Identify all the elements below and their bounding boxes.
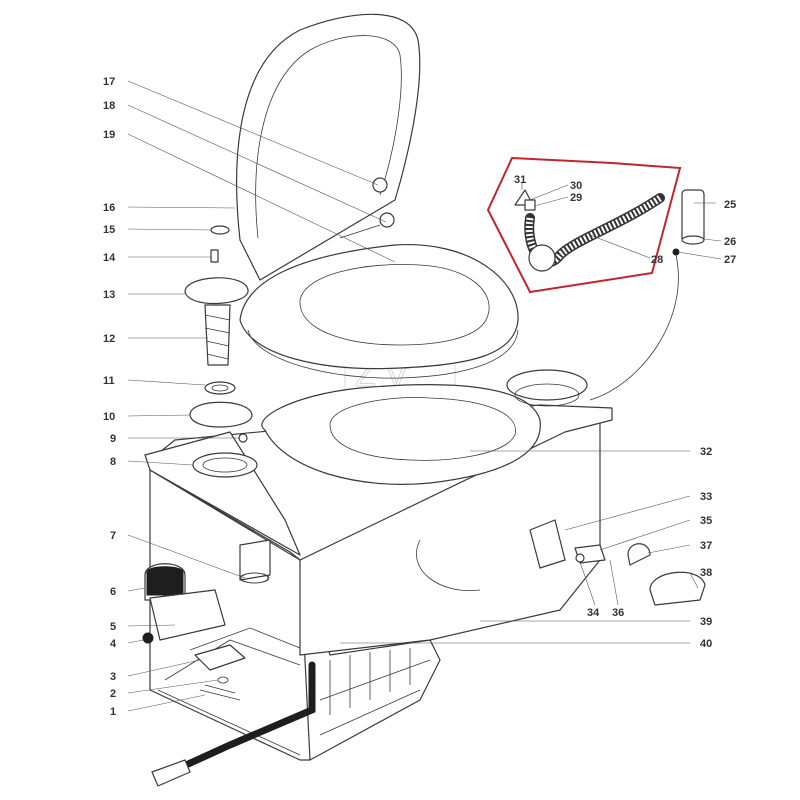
label-37: 37 [700, 540, 712, 552]
part-30-clamp [524, 199, 536, 211]
part-26-ring [681, 235, 705, 245]
part-37-cap [627, 543, 651, 566]
label-39: 39 [700, 616, 712, 628]
part-7-ring [240, 572, 270, 584]
label-28: 28 [651, 254, 663, 266]
toilet-body [144, 369, 613, 656]
label-18: 18 [103, 100, 115, 112]
label-36: 36 [612, 607, 624, 619]
part-13-knob [184, 277, 249, 304]
label-35: 35 [700, 515, 712, 527]
label-25: 25 [724, 199, 736, 211]
part-3-plate [194, 644, 246, 671]
seat-and-lid [236, 13, 519, 379]
label-27: 27 [724, 254, 736, 266]
label-4: 4 [110, 638, 117, 650]
leader-lines [127, 80, 722, 712]
label-8: 8 [110, 456, 116, 468]
label-14: 14 [103, 252, 116, 264]
label-31: 31 [514, 174, 526, 186]
label-30: 30 [570, 180, 582, 192]
part-labels: 17 18 19 16 15 14 13 12 11 10 9 8 7 6 5 … [103, 76, 736, 718]
label-6: 6 [110, 586, 116, 598]
label-34: 34 [587, 607, 600, 619]
highlighted-hose-assembly [486, 156, 705, 401]
part-11-washer [204, 381, 236, 395]
label-9: 9 [110, 433, 116, 445]
label-1: 1 [110, 706, 116, 718]
label-26: 26 [724, 236, 736, 248]
label-5: 5 [110, 621, 116, 633]
part-17-hinge [372, 177, 388, 193]
part-9-ball [238, 433, 248, 443]
label-12: 12 [103, 333, 115, 345]
label-2: 2 [110, 688, 116, 700]
label-40: 40 [700, 638, 712, 650]
highlight-outline [486, 156, 682, 294]
label-29: 29 [570, 192, 582, 204]
part-14-screw [210, 249, 219, 263]
label-17: 17 [103, 76, 115, 88]
label-33: 33 [700, 491, 712, 503]
part-18-hinge [379, 212, 395, 228]
part-10-flange [189, 401, 253, 428]
part-34-bolt [575, 553, 585, 563]
part-4-knob [142, 632, 154, 644]
part-15-cap [210, 225, 230, 235]
label-19: 19 [103, 129, 115, 141]
label-16: 16 [103, 202, 115, 214]
label-7: 7 [110, 530, 116, 542]
part-38-handle [649, 571, 706, 606]
label-10: 10 [103, 411, 115, 423]
part-5-pourout [149, 589, 226, 641]
label-11: 11 [103, 375, 115, 387]
label-3: 3 [110, 671, 116, 683]
small-parts [142, 177, 706, 787]
part-25-tube [681, 189, 705, 243]
label-38: 38 [700, 567, 712, 579]
part-12-spindle [204, 304, 231, 366]
label-32: 32 [700, 446, 712, 458]
label-13: 13 [103, 289, 115, 301]
label-15: 15 [103, 224, 115, 236]
part-1-hose [171, 661, 316, 774]
